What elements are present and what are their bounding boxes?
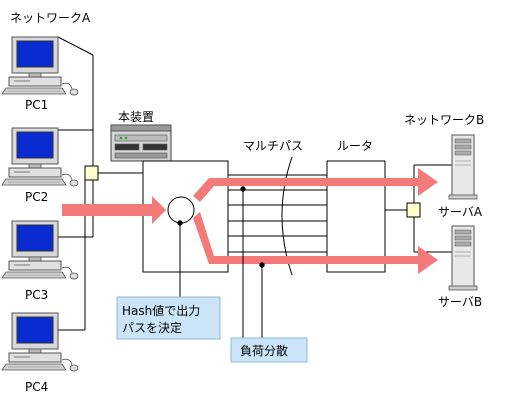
hub-icon [84,165,99,181]
hub-icon [406,202,421,218]
hash-callout-text-line2: パスを決定 [122,320,182,335]
traffic-arrows [62,168,438,274]
multipath-lines [228,174,327,253]
pc-label: PC2 [25,190,48,204]
pc-2 [1,127,79,187]
network-b-label: ネットワークB [404,113,484,127]
pc-label: PC3 [25,288,48,302]
tower-server-icon [448,225,478,291]
multipath-label: マルチパス [243,139,303,153]
router-label: ルータ [337,139,373,153]
callout-pointers [177,186,265,338]
input-arrow [62,196,166,224]
desktop-computer-icon [1,36,79,96]
pc-4 [1,312,79,372]
server-label: サーバA [438,205,483,219]
network-a-label: ネットワークA [10,11,91,25]
server-label: サーバB [438,295,482,309]
hash-callout-text-line1: Hash値で出力 [122,303,200,318]
pc-label: PC1 [25,98,48,112]
desktop-computer-icon [1,312,79,372]
desktop-computer-icon [1,127,79,187]
pc-3 [1,220,79,280]
upper-output-arrow [193,168,438,202]
load-balance-callout-box [230,337,308,363]
router-box [326,160,386,273]
rack-appliance-icon [110,124,172,162]
hash-selector [167,196,195,224]
device-label: 本装置 [118,110,154,124]
desktop-computer-icon [1,220,79,280]
pc-1 [1,36,79,96]
server-b [448,225,478,291]
hash-callout-box [116,296,221,340]
tower-server-icon [448,134,478,200]
server-a [448,134,478,200]
load-balance-text: 負荷分散 [240,343,288,358]
lower-output-arrow [193,212,438,274]
pc-label: PC4 [25,380,48,394]
